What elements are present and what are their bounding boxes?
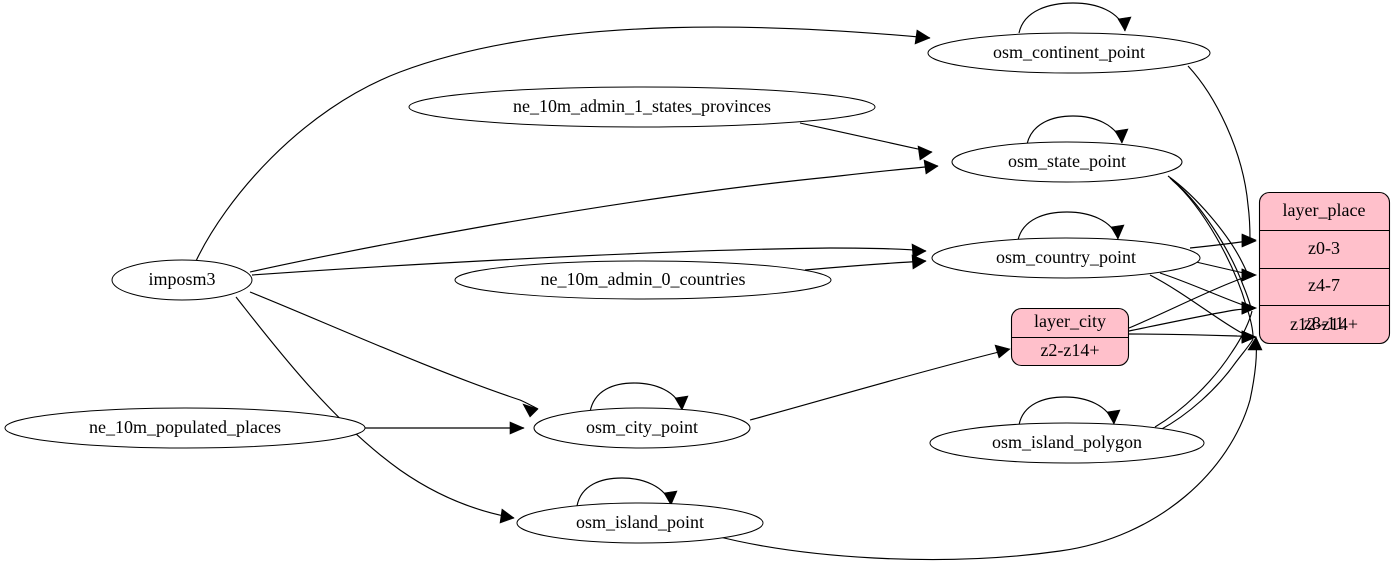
self-loop-osm_city_point bbox=[589, 382, 689, 413]
self-loop-osm_continent_point bbox=[1018, 2, 1132, 34]
edge-osm_island_polygon-to-layer_place-z12-z14 bbox=[1159, 330, 1257, 431]
node-osm_city_point[interactable]: osm_city_point bbox=[533, 407, 751, 449]
edge-imposm3-to-osm_state_point bbox=[249, 159, 939, 273]
node-ne_10m_admin_0_countries[interactable]: ne_10m_admin_0_countries bbox=[454, 260, 832, 300]
node-layer: imposm3 ne_10m_admin_1_states_provinces … bbox=[4, 32, 1391, 544]
edge-layer_city-to-layer_place-z8-11 bbox=[1128, 301, 1257, 332]
node-label-imposm3: imposm3 bbox=[148, 269, 215, 289]
node-label-osm_state_point: osm_state_point bbox=[1008, 151, 1126, 171]
node-label-osm_island_polygon: osm_island_polygon bbox=[992, 432, 1142, 452]
edge-imposm3-to-osm_city_point bbox=[249, 291, 539, 418]
node-ne_10m_admin_1_states_provinces[interactable]: ne_10m_admin_1_states_provinces bbox=[408, 86, 876, 128]
node-osm_island_polygon[interactable]: osm_island_polygon bbox=[929, 422, 1205, 464]
edge-ne_10m_admin_0_countries-to-osm_country_point bbox=[804, 254, 927, 271]
node-osm_island_point[interactable]: osm_island_point bbox=[516, 502, 764, 544]
edge-osm_country_point-to-layer_place-z0-3 bbox=[1189, 234, 1257, 249]
node-label-ne_10m_admin_1_states_provinces: ne_10m_admin_1_states_provinces bbox=[513, 96, 771, 116]
edge-osm_city_point-to-layer_city bbox=[749, 344, 1011, 421]
edge-imposm3-to-osm_country_point bbox=[251, 243, 927, 276]
layer_place-port-z8-11[interactable]: z8-11 bbox=[1304, 313, 1344, 333]
self-loop-osm_island_point bbox=[576, 477, 678, 507]
node-osm_state_point[interactable]: osm_state_point bbox=[951, 141, 1183, 183]
layer_city-port-z2-z14-plus[interactable]: z2-z14+ bbox=[1040, 340, 1099, 360]
edge-osm_continent_point-to-layer_place-z0-3 bbox=[1187, 65, 1257, 247]
layer_place-port-z4-7[interactable]: z4-7 bbox=[1308, 275, 1340, 295]
edge-layer_city-to-layer_place-z4-7 bbox=[1128, 268, 1257, 329]
self-loop-osm_country_point bbox=[1017, 211, 1125, 241]
layer_place-row-z12-z14-plus[interactable]: z12-z14+ bbox=[1259, 306, 1389, 343]
layer_place-row-z12-z14-plus-label: z12-z14+ bbox=[1289, 314, 1359, 334]
layer_place-port-z0-3[interactable]: z0-3 bbox=[1308, 238, 1340, 258]
node-label-osm_city_point: osm_city_point bbox=[586, 417, 698, 437]
node-layer_place[interactable]: layer_place z0-3 z4-7 z8-11 bbox=[1258, 191, 1391, 345]
edge-layer bbox=[195, 2, 1263, 561]
self-loop-osm_island_polygon bbox=[1018, 396, 1121, 426]
node-ne_10m_populated_places[interactable]: ne_10m_populated_places bbox=[4, 407, 366, 449]
node-label-osm_island_point: osm_island_point bbox=[576, 512, 704, 532]
node-imposm3[interactable]: imposm3 bbox=[111, 259, 253, 301]
edge-osm_island_point-to-layer_place-z12-z14 bbox=[711, 336, 1263, 561]
edge-imposm3-to-osm_island_point bbox=[235, 296, 515, 524]
node-osm_continent_point[interactable]: osm_continent_point bbox=[927, 32, 1211, 74]
layer_place-header: layer_place bbox=[1283, 200, 1366, 220]
node-label-osm_continent_point: osm_continent_point bbox=[993, 42, 1145, 62]
node-osm_country_point[interactable]: osm_country_point bbox=[931, 237, 1201, 279]
edge-imposm3-to-osm_continent_point bbox=[195, 26, 931, 262]
self-loop-osm_state_point bbox=[1026, 115, 1129, 145]
edge-ne_10m_admin_1_states_provinces-to-osm_state_point bbox=[799, 122, 933, 161]
node-layer_city[interactable]: layer_city z2-z14+ bbox=[1010, 307, 1130, 367]
edge-osm_island_polygon-to-layer_place-z8-11 bbox=[1154, 301, 1257, 428]
edge-layer_city-to-layer_place-z12-z14 bbox=[1128, 330, 1257, 344]
node-label-ne_10m_populated_places: ne_10m_populated_places bbox=[89, 417, 281, 437]
node-label-ne_10m_admin_0_countries: ne_10m_admin_0_countries bbox=[541, 269, 746, 289]
node-label-osm_country_point: osm_country_point bbox=[996, 247, 1136, 267]
edge-ne_10m_populated_places-to-osm_city_point bbox=[365, 421, 525, 435]
layer_city-header: layer_city bbox=[1034, 311, 1106, 331]
